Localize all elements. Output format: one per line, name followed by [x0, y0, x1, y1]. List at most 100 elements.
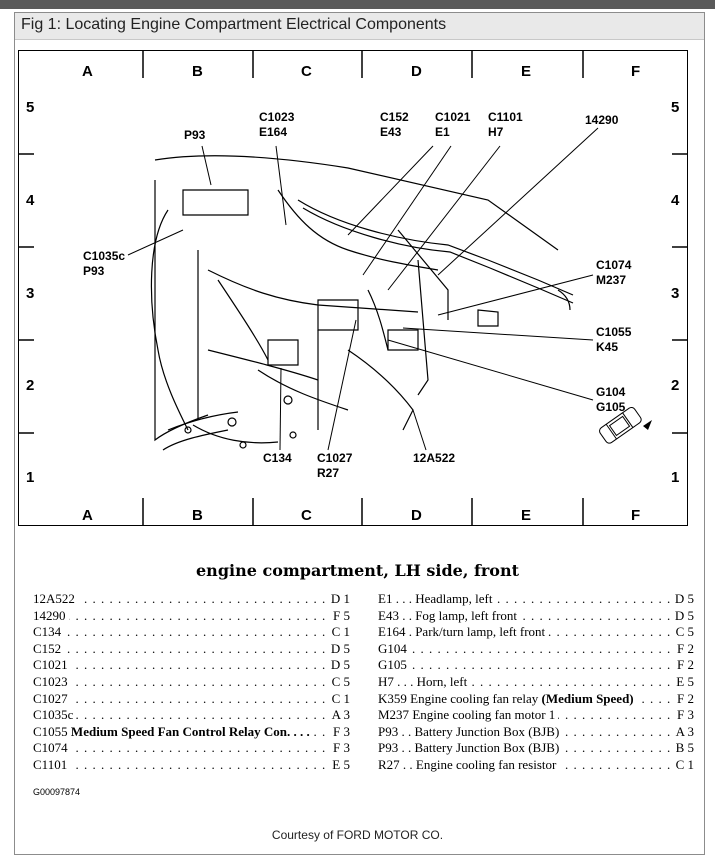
callout-c1101-h7: C1101 H7	[488, 110, 523, 140]
legend-description: Medium Speed Fan Control Relay Con. . . …	[70, 723, 310, 739]
grid-col-d-top: D	[411, 63, 422, 80]
legend-leader-dots: . . . . . . . . . . . . . . . . . . . . …	[33, 673, 350, 689]
figure-id: G00097874	[33, 787, 81, 797]
callout-c1021: C1021	[435, 110, 471, 124]
legend-left-column: . . . . . . . . . . . . . . . . . . . . …	[33, 591, 350, 774]
legend-location: D 5	[327, 657, 350, 674]
legend-location: F 5	[330, 607, 350, 625]
legend-key: H7 . . . Horn, left	[378, 673, 471, 691]
legend-row: . . . . . . . . . . . . . . . . . . . . …	[33, 673, 350, 691]
legend-key: G104	[378, 640, 410, 658]
legend-key-code: M237	[378, 707, 410, 723]
legend-leader-dots: . . . . . . . . . . . . . . . . . . . . …	[33, 657, 350, 673]
legend-location: F 2	[674, 657, 694, 674]
courtesy-credit: Courtesy of FORD MOTOR CO.	[271, 828, 444, 842]
figure-title: Fig 1: Locating Engine Compartment Elect…	[21, 16, 447, 33]
grid-row-3-left: 3	[26, 285, 35, 302]
legend-row: . . . . . . . . . . . . . . . . . . . . …	[378, 723, 694, 741]
grid-row-5-left: 5	[26, 99, 35, 116]
legend-location: D 5	[671, 591, 694, 608]
grid-row-2-right: 2	[671, 377, 680, 394]
legend-key-code: 14290	[33, 607, 66, 623]
callout-k45: K45	[596, 340, 619, 354]
grid-ticks	[18, 50, 688, 526]
legend-location: C 1	[328, 624, 350, 641]
legend-key: C1021	[33, 657, 71, 674]
legend-key: C1023	[33, 673, 71, 691]
legend-row: . . . . . . . . . . . . . . . . . . . . …	[378, 673, 694, 691]
callout-p93-top: P93	[184, 128, 206, 142]
legend-key-code: R27 . .	[378, 756, 413, 772]
grid-col-b-bottom: B	[192, 507, 203, 524]
legend-leader-dots: . . . . . . . . . . . . . . . . . . . . …	[33, 640, 350, 656]
grid-col-b-top: B	[192, 63, 203, 80]
legend-row: . . . . . . . . . . . . . . . . . . . . …	[378, 607, 694, 625]
legend-key-code: C1101	[33, 756, 68, 772]
legend-leader-dots: . . . . . . . . . . . . . . . . . . . . …	[33, 607, 350, 623]
diagram-caption: engine compartment, LH side, front	[196, 561, 519, 580]
legend-key-code: K359	[378, 690, 407, 706]
legend-key: C1101	[33, 756, 71, 774]
legend-key: 12A522	[33, 591, 78, 608]
legend-row: . . . . . . . . . . . . . . . . . . . . …	[33, 740, 350, 757]
diagram-artwork	[18, 50, 688, 526]
legend-row: . . . . . . . . . . . . . . . . . . . . …	[378, 640, 694, 658]
callout-12a522: 12A522	[413, 451, 456, 465]
legend-key: 14290	[33, 607, 69, 625]
legend-row: . . . . . . . . . . . . . . . . . . . . …	[378, 756, 694, 774]
callout-e1: E1	[435, 125, 450, 139]
legend-location: D 5	[327, 640, 350, 658]
legend-leader-dots: . . . . . . . . . . . . . . . . . . . . …	[33, 690, 350, 706]
legend-row: . . . . . . . . . . . . . . . . . . . . …	[33, 657, 350, 674]
legend-row: . . . . . . . . . . . . . . . . . . . . …	[33, 591, 350, 608]
legend-key-code: C1021	[33, 657, 68, 673]
callout-h7: H7	[488, 125, 504, 139]
legend-row: . . . . . . . . . . . . . . . . . . . . …	[378, 591, 694, 608]
callout-c1055-k45: C1055 K45	[596, 325, 631, 355]
callout-m237: M237	[596, 273, 627, 287]
legend-key: C1027	[33, 690, 71, 708]
legend-location: F 3	[330, 723, 350, 741]
legend-key-code: C1023	[33, 673, 68, 689]
callout-c1035c-p93: C1035c P93	[83, 249, 125, 279]
legend-key: E164 . Park/turn lamp, left front	[378, 624, 549, 641]
legend-description: Battery Junction Box (BJB)	[414, 740, 560, 756]
legend-location: C 5	[328, 673, 350, 691]
callout-e164: E164	[259, 125, 288, 139]
callout-c1027: C1027	[317, 451, 353, 465]
legend-description: Fog lamp, left front	[415, 607, 518, 623]
legend-key-code: E164 .	[378, 624, 412, 640]
legend-description: Engine cooling fan relay (Medium Speed)	[410, 690, 634, 706]
top-scrollbar-strip	[0, 0, 715, 9]
legend-key-code: E1 . . .	[378, 591, 412, 606]
grid-col-f-bottom: F	[631, 507, 641, 524]
legend-leader-dots: . . . . . . . . . . . . . . . . . . . . …	[33, 707, 350, 723]
legend-location: E 5	[673, 673, 694, 691]
legend-key: C1055 Medium Speed Fan Control Relay Con…	[33, 723, 313, 741]
callout-c1055: C1055	[596, 325, 632, 339]
legend-key-code: G104	[378, 640, 407, 656]
legend-row: . . . . . . . . . . . . . . . . . . . . …	[33, 723, 350, 741]
callout-c1074-m237: C1074 M237	[596, 258, 631, 288]
legend-key-code: 12A522	[33, 591, 75, 606]
legend-key-code: C1055	[33, 723, 68, 739]
legend-key: P93 . . Battery Junction Box (BJB)	[378, 723, 563, 741]
legend-key: C152	[33, 640, 65, 658]
legend-key-code: C1035c	[33, 707, 74, 723]
callout-c1027-r27: C1027 R27	[317, 451, 352, 481]
legend-key: E43 . . Fog lamp, left front	[378, 607, 521, 625]
legend-description: Engine cooling fan motor 1	[412, 707, 556, 723]
callout-c134: C134	[263, 451, 292, 465]
legend-right-column: . . . . . . . . . . . . . . . . . . . . …	[378, 591, 694, 774]
grid-col-c-bottom: C	[301, 507, 312, 524]
grid-col-a-top: A	[82, 63, 93, 80]
engine-compartment-diagram: A B C D E F A B C D E F 5 4 3 2 1 5 4 3 …	[18, 50, 688, 526]
legend-location: E 5	[329, 756, 350, 774]
grid-row-5-right: 5	[671, 99, 680, 116]
grid-row-1-right: 1	[671, 469, 680, 486]
callout-c1035c: C1035c	[83, 249, 126, 263]
legend-key-code: G105	[378, 657, 407, 673]
legend-location: F 3	[330, 740, 350, 757]
figure-title-bar: Fig 1: Locating Engine Compartment Elect…	[15, 13, 704, 40]
legend-leader-dots: . . . . . . . . . . . . . . . . . . . . …	[33, 740, 350, 756]
